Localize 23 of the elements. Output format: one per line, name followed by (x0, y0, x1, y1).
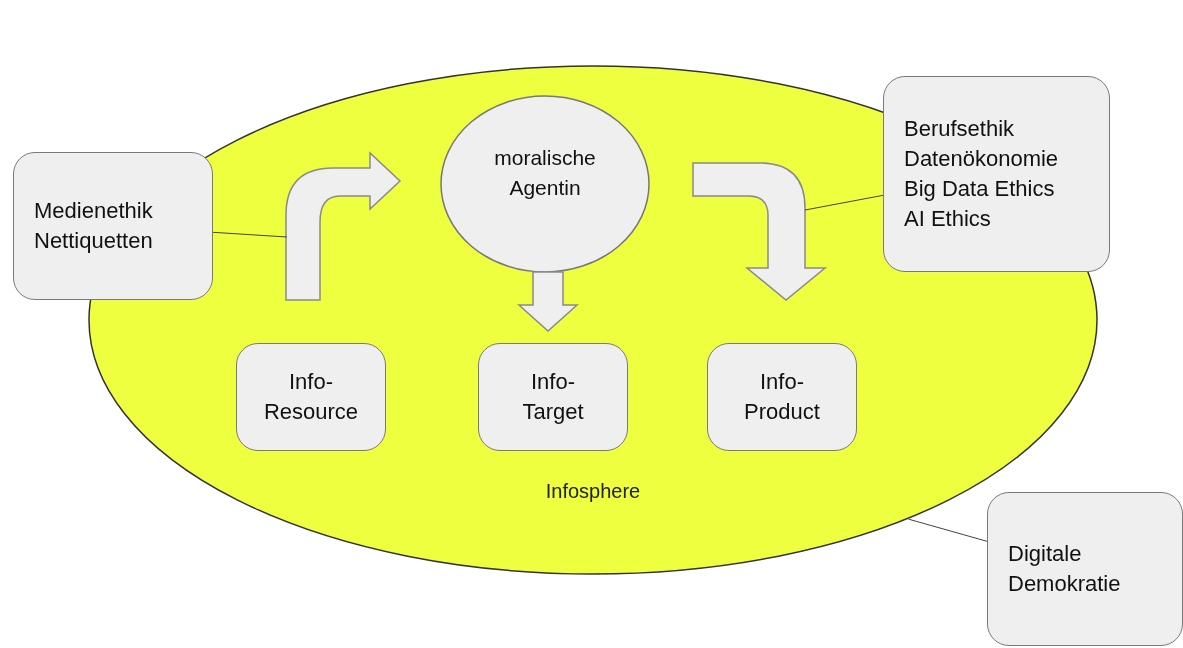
leader-line (804, 194, 884, 211)
block-arrow (517, 271, 579, 332)
node-label: Digitale Demokratie (1008, 540, 1122, 598)
area-label: Infosphere (544, 480, 642, 503)
node-label: Medienethik (34, 197, 153, 225)
leader-line (212, 231, 288, 238)
node-label: Info-Target (521, 368, 585, 426)
text-box (707, 343, 857, 451)
node-label: Info-Resource (262, 368, 360, 426)
node-label: Big Data Ethics (904, 175, 1055, 203)
text-box (987, 492, 1183, 646)
node-label: Nettiquetten (34, 227, 153, 255)
text-box (13, 152, 213, 300)
block-arrow (692, 162, 826, 301)
text-box (236, 343, 386, 451)
leader-line (907, 518, 988, 542)
text-box (478, 343, 628, 451)
node-label: Datenökonomie (904, 145, 1059, 173)
node-label: moralische Agentin (493, 145, 597, 201)
node-label: AI Ethics (904, 205, 991, 233)
node-label: Berufsethik (904, 115, 1015, 143)
block-arrow (285, 152, 401, 301)
node-label: Info-Product (743, 368, 821, 426)
